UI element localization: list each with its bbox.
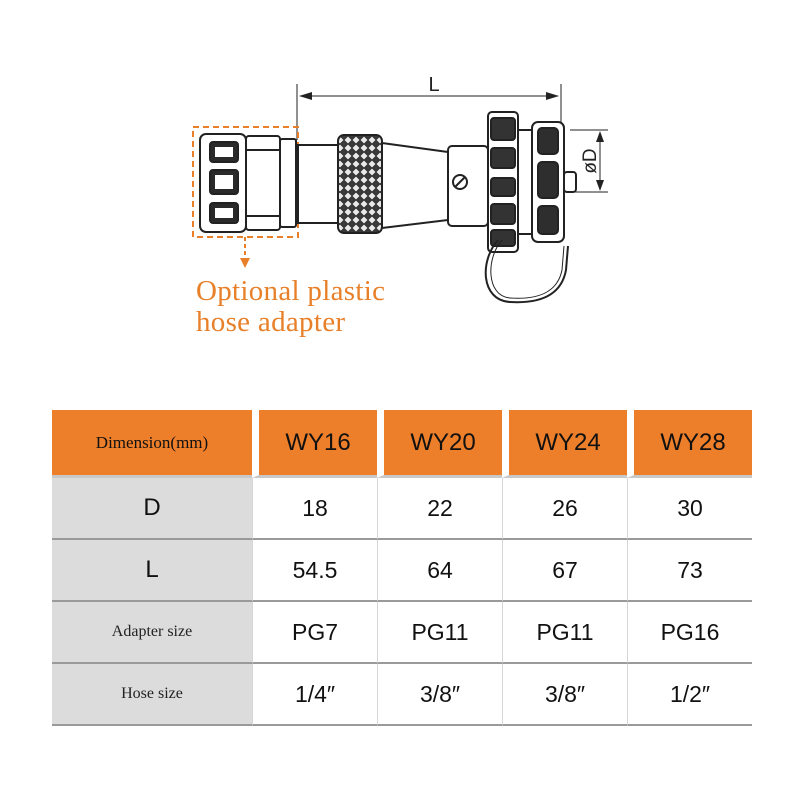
- connector-drawing: L øD: [192, 74, 608, 304]
- model-header-wy20: WY20: [377, 410, 502, 478]
- length-dimension: L: [296, 74, 562, 140]
- table-cell: 54.5: [252, 540, 377, 602]
- table-row-hose-size: Hose size 1/4″ 3/8″ 3/8″ 1/2″: [52, 664, 752, 726]
- table-row-d: D 18 22 26 30: [52, 478, 752, 540]
- model-header-wy16: WY16: [252, 410, 377, 478]
- table-cell: 1/4″: [252, 664, 377, 726]
- table-cell: PG11: [377, 602, 502, 664]
- table-cell: 30: [627, 478, 752, 540]
- adapter-caption-line-2: hose adapter: [196, 306, 346, 338]
- cap-lanyard-inner: [490, 239, 565, 299]
- dimension-header: Dimension(mm): [52, 410, 252, 478]
- row-label-d: D: [52, 478, 252, 540]
- model-header-wy24: WY24: [502, 410, 627, 478]
- table-cell: 3/8″: [377, 664, 502, 726]
- table-cell: 22: [377, 478, 502, 540]
- table-cell: 1/2″: [627, 664, 752, 726]
- adapter-caption-line-1: Optional plastic: [196, 275, 386, 307]
- table-cell: PG16: [627, 602, 752, 664]
- table-header-row: Dimension(mm) WY16 WY20 WY24 WY28: [52, 410, 752, 478]
- table-cell: PG11: [502, 602, 627, 664]
- diameter-label: øD: [580, 148, 601, 173]
- receptacle-front: [531, 121, 577, 243]
- hose-adapter: [199, 133, 297, 233]
- table-row-l: L 54.5 64 67 73: [52, 540, 752, 602]
- dimension-table: Dimension(mm) WY16 WY20 WY24 WY28 D 18 2…: [52, 410, 752, 726]
- model-header-wy28: WY28: [627, 410, 752, 478]
- table-cell: PG7: [252, 602, 377, 664]
- table-cell: 26: [502, 478, 627, 540]
- length-label: L: [428, 74, 439, 96]
- table-cell: 64: [377, 540, 502, 602]
- table-cell: 73: [627, 540, 752, 602]
- row-label-hose-size: Hose size: [52, 664, 252, 726]
- table-cell: 18: [252, 478, 377, 540]
- table-cell: 3/8″: [502, 664, 627, 726]
- table-cell: 67: [502, 540, 627, 602]
- adapter-caption: Optional plastic hose adapter: [196, 276, 385, 338]
- flange-nut: [487, 111, 533, 253]
- row-label-adapter-size: Adapter size: [52, 602, 252, 664]
- cap-lanyard: [484, 239, 569, 304]
- row-label-l: L: [52, 540, 252, 602]
- connector-body: [297, 134, 489, 234]
- diameter-dimension: øD: [570, 129, 608, 193]
- table-row-adapter-size: Adapter size PG7 PG11 PG11 PG16: [52, 602, 752, 664]
